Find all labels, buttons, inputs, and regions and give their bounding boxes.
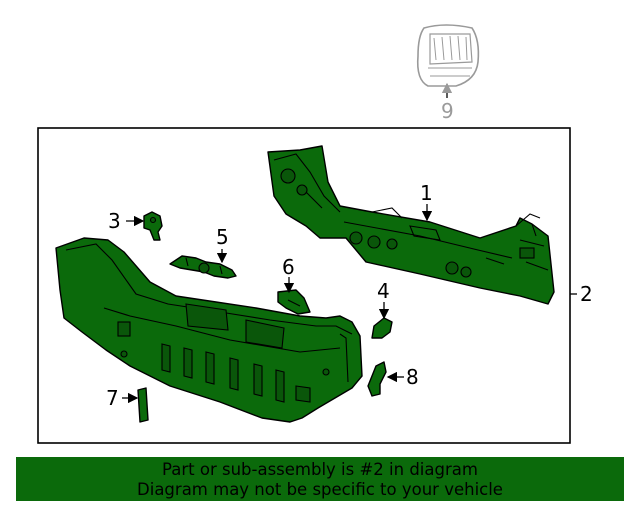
info-banner: Part or sub-assembly is #2 in diagram Di… bbox=[16, 457, 624, 501]
parts-diagram: 9 2 1 3 5 6 4 bbox=[37, 24, 593, 444]
callout-5[interactable]: 5 bbox=[216, 225, 229, 249]
part-9-vent-grille[interactable] bbox=[416, 24, 480, 87]
callout-6[interactable]: 6 bbox=[282, 255, 295, 279]
part-4-clip[interactable] bbox=[371, 317, 393, 339]
banner-line-2: Diagram may not be specific to your vehi… bbox=[137, 480, 503, 499]
part-8-bracket[interactable] bbox=[367, 361, 387, 397]
callout-3[interactable]: 3 bbox=[108, 209, 121, 233]
callout-1[interactable]: 1 bbox=[420, 181, 433, 205]
callout-4[interactable]: 4 bbox=[377, 279, 390, 303]
callout-2[interactable]: 2 bbox=[580, 282, 593, 306]
callout-8[interactable]: 8 bbox=[406, 365, 419, 389]
part-2-rear-body-panel[interactable] bbox=[55, 237, 363, 423]
part-5-reinforcement[interactable] bbox=[169, 255, 237, 279]
banner-line-1: Part or sub-assembly is #2 in diagram bbox=[162, 460, 478, 479]
assembly-frame bbox=[37, 127, 571, 444]
part-3-bracket[interactable] bbox=[143, 211, 163, 241]
part-7-post[interactable] bbox=[137, 387, 149, 423]
part-6-plate[interactable] bbox=[277, 289, 311, 315]
callout-9[interactable]: 9 bbox=[441, 99, 454, 123]
part-1-rear-floor-panel[interactable] bbox=[267, 145, 555, 305]
callout-7[interactable]: 7 bbox=[106, 386, 119, 410]
